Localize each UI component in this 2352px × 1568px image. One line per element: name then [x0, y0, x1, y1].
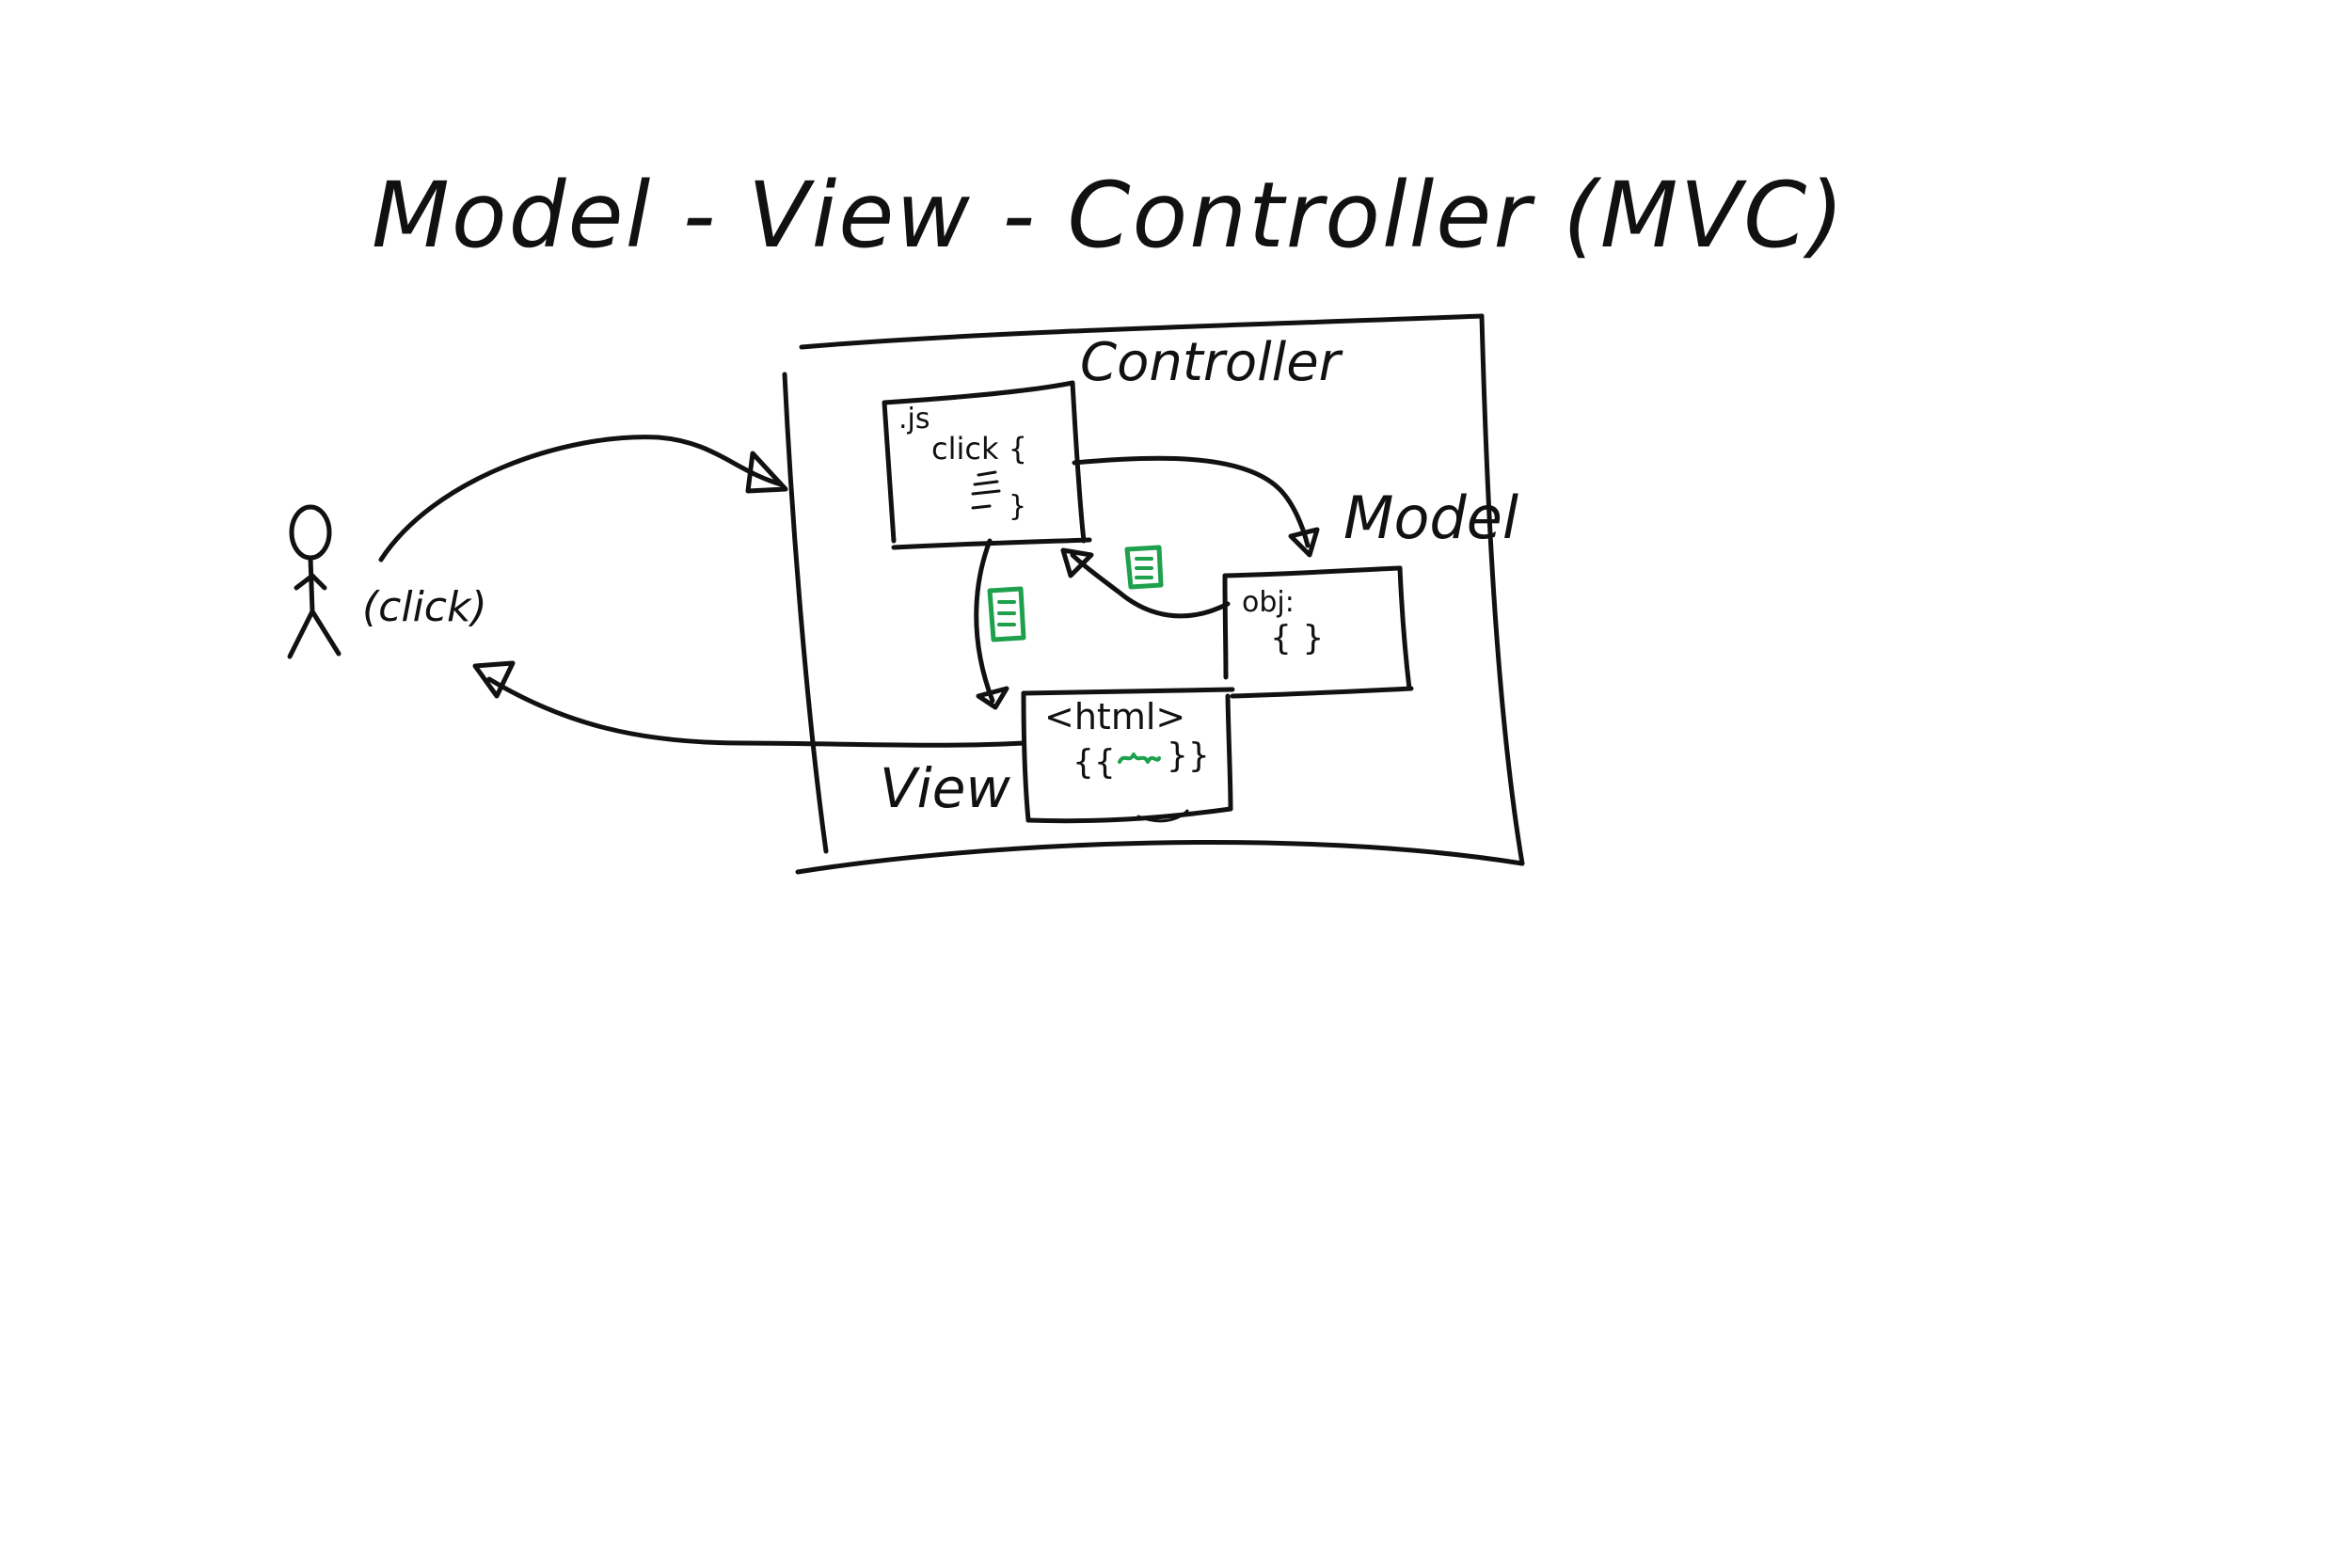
model-label: Model: [1343, 483, 1518, 552]
controller-file-ext: .js: [898, 403, 930, 436]
controller-code-line3: }: [1009, 490, 1026, 523]
model-to-controller-arrow: [1060, 547, 1231, 619]
view-code-line2-right: }}: [1167, 736, 1210, 775]
user-action-label: (click): [362, 583, 487, 631]
model-code-line1: obj:: [1242, 586, 1295, 619]
document-icon: [1124, 545, 1164, 590]
stick-figure-icon: [287, 504, 342, 659]
controller-box: .js click { }: [882, 380, 1092, 550]
model-box: obj: { }: [1222, 565, 1414, 699]
document-icon: [987, 586, 1026, 642]
view-label: View: [880, 756, 1010, 820]
controller-code-line1: click {: [931, 431, 1027, 467]
controller-to-model-arrow: [1072, 455, 1320, 558]
view-code-line1: <html>: [1044, 696, 1185, 737]
view-code-line2-left: {{: [1073, 743, 1116, 782]
controller-to-view-arrow: [974, 538, 1009, 710]
page-title: Model - View - Controller (MVC): [372, 163, 1846, 268]
view-data-scribble: [1118, 752, 1161, 764]
user-to-controller-arrow: [378, 435, 788, 562]
model-code-line2: { }: [1270, 619, 1324, 657]
controller-label: Controller: [1080, 332, 1343, 393]
outer-frame: [782, 313, 1525, 875]
view-box: <html> {{ }}: [1021, 687, 1235, 824]
view-to-user-arrow: [472, 660, 1026, 748]
